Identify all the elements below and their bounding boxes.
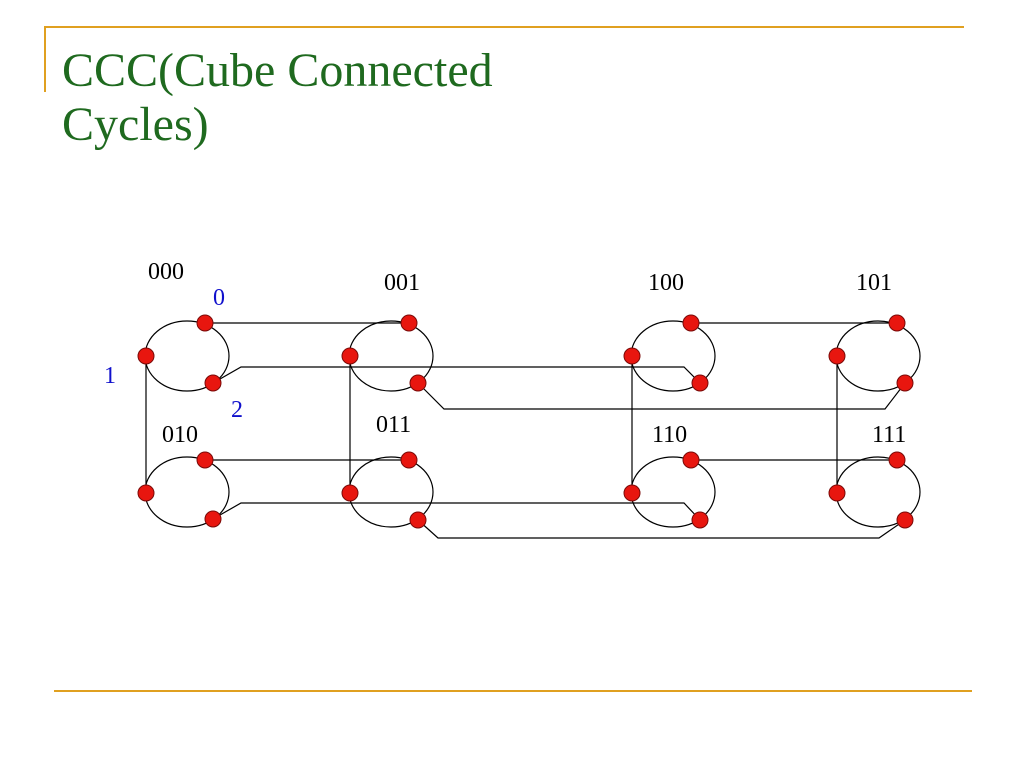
node-100-0: [682, 314, 700, 332]
node-100-1: [623, 347, 641, 365]
cycle-label-001: 001: [384, 270, 420, 296]
cycle-label-010: 010: [162, 422, 198, 448]
node-110-0: [682, 451, 700, 469]
link-pos2-011-111: [417, 519, 906, 539]
node-001-0: [400, 314, 418, 332]
node-101-0: [888, 314, 906, 332]
node-111-2: [896, 511, 914, 529]
footer-accent-line: [54, 690, 972, 692]
title-accent-top-line: [44, 26, 964, 28]
edges-layer: [145, 322, 906, 539]
slide-title-line-1: CCC(Cube Connected: [62, 44, 493, 97]
node-001-1: [341, 347, 359, 365]
cycle-label-111: 111: [872, 422, 906, 448]
slide-title: CCC(Cube Connected Cycles): [62, 44, 762, 152]
node-111-0: [888, 451, 906, 469]
node-000-2: [204, 374, 222, 392]
position-label-2: 2: [231, 397, 243, 423]
title-accent-vertical-line: [44, 28, 46, 92]
node-010-1: [137, 484, 155, 502]
node-010-2: [204, 510, 222, 528]
link-pos2-001-101: [417, 382, 906, 410]
link-pos2-000-100: [212, 366, 701, 384]
cycle-label-101: 101: [856, 270, 892, 296]
cycle-label-000: 000: [148, 259, 184, 285]
node-011-2: [409, 511, 427, 529]
node-110-1: [623, 484, 641, 502]
link-pos2-010-110: [212, 502, 701, 521]
node-010-0: [196, 451, 214, 469]
node-110-2: [691, 511, 709, 529]
node-111-1: [828, 484, 846, 502]
nodes-layer: [137, 314, 914, 529]
node-011-1: [341, 484, 359, 502]
cycle-label-011: 011: [376, 412, 411, 438]
cycle-label-110: 110: [652, 422, 687, 448]
node-001-2: [409, 374, 427, 392]
node-101-1: [828, 347, 846, 365]
slide-title-line-2: Cycles): [62, 98, 209, 151]
node-011-0: [400, 451, 418, 469]
node-000-1: [137, 347, 155, 365]
cycle-label-100: 100: [648, 270, 684, 296]
node-000-0: [196, 314, 214, 332]
cycles-layer: [144, 320, 921, 528]
node-101-2: [896, 374, 914, 392]
node-100-2: [691, 374, 709, 392]
position-label-0: 0: [213, 285, 225, 311]
position-label-1: 1: [104, 363, 116, 389]
